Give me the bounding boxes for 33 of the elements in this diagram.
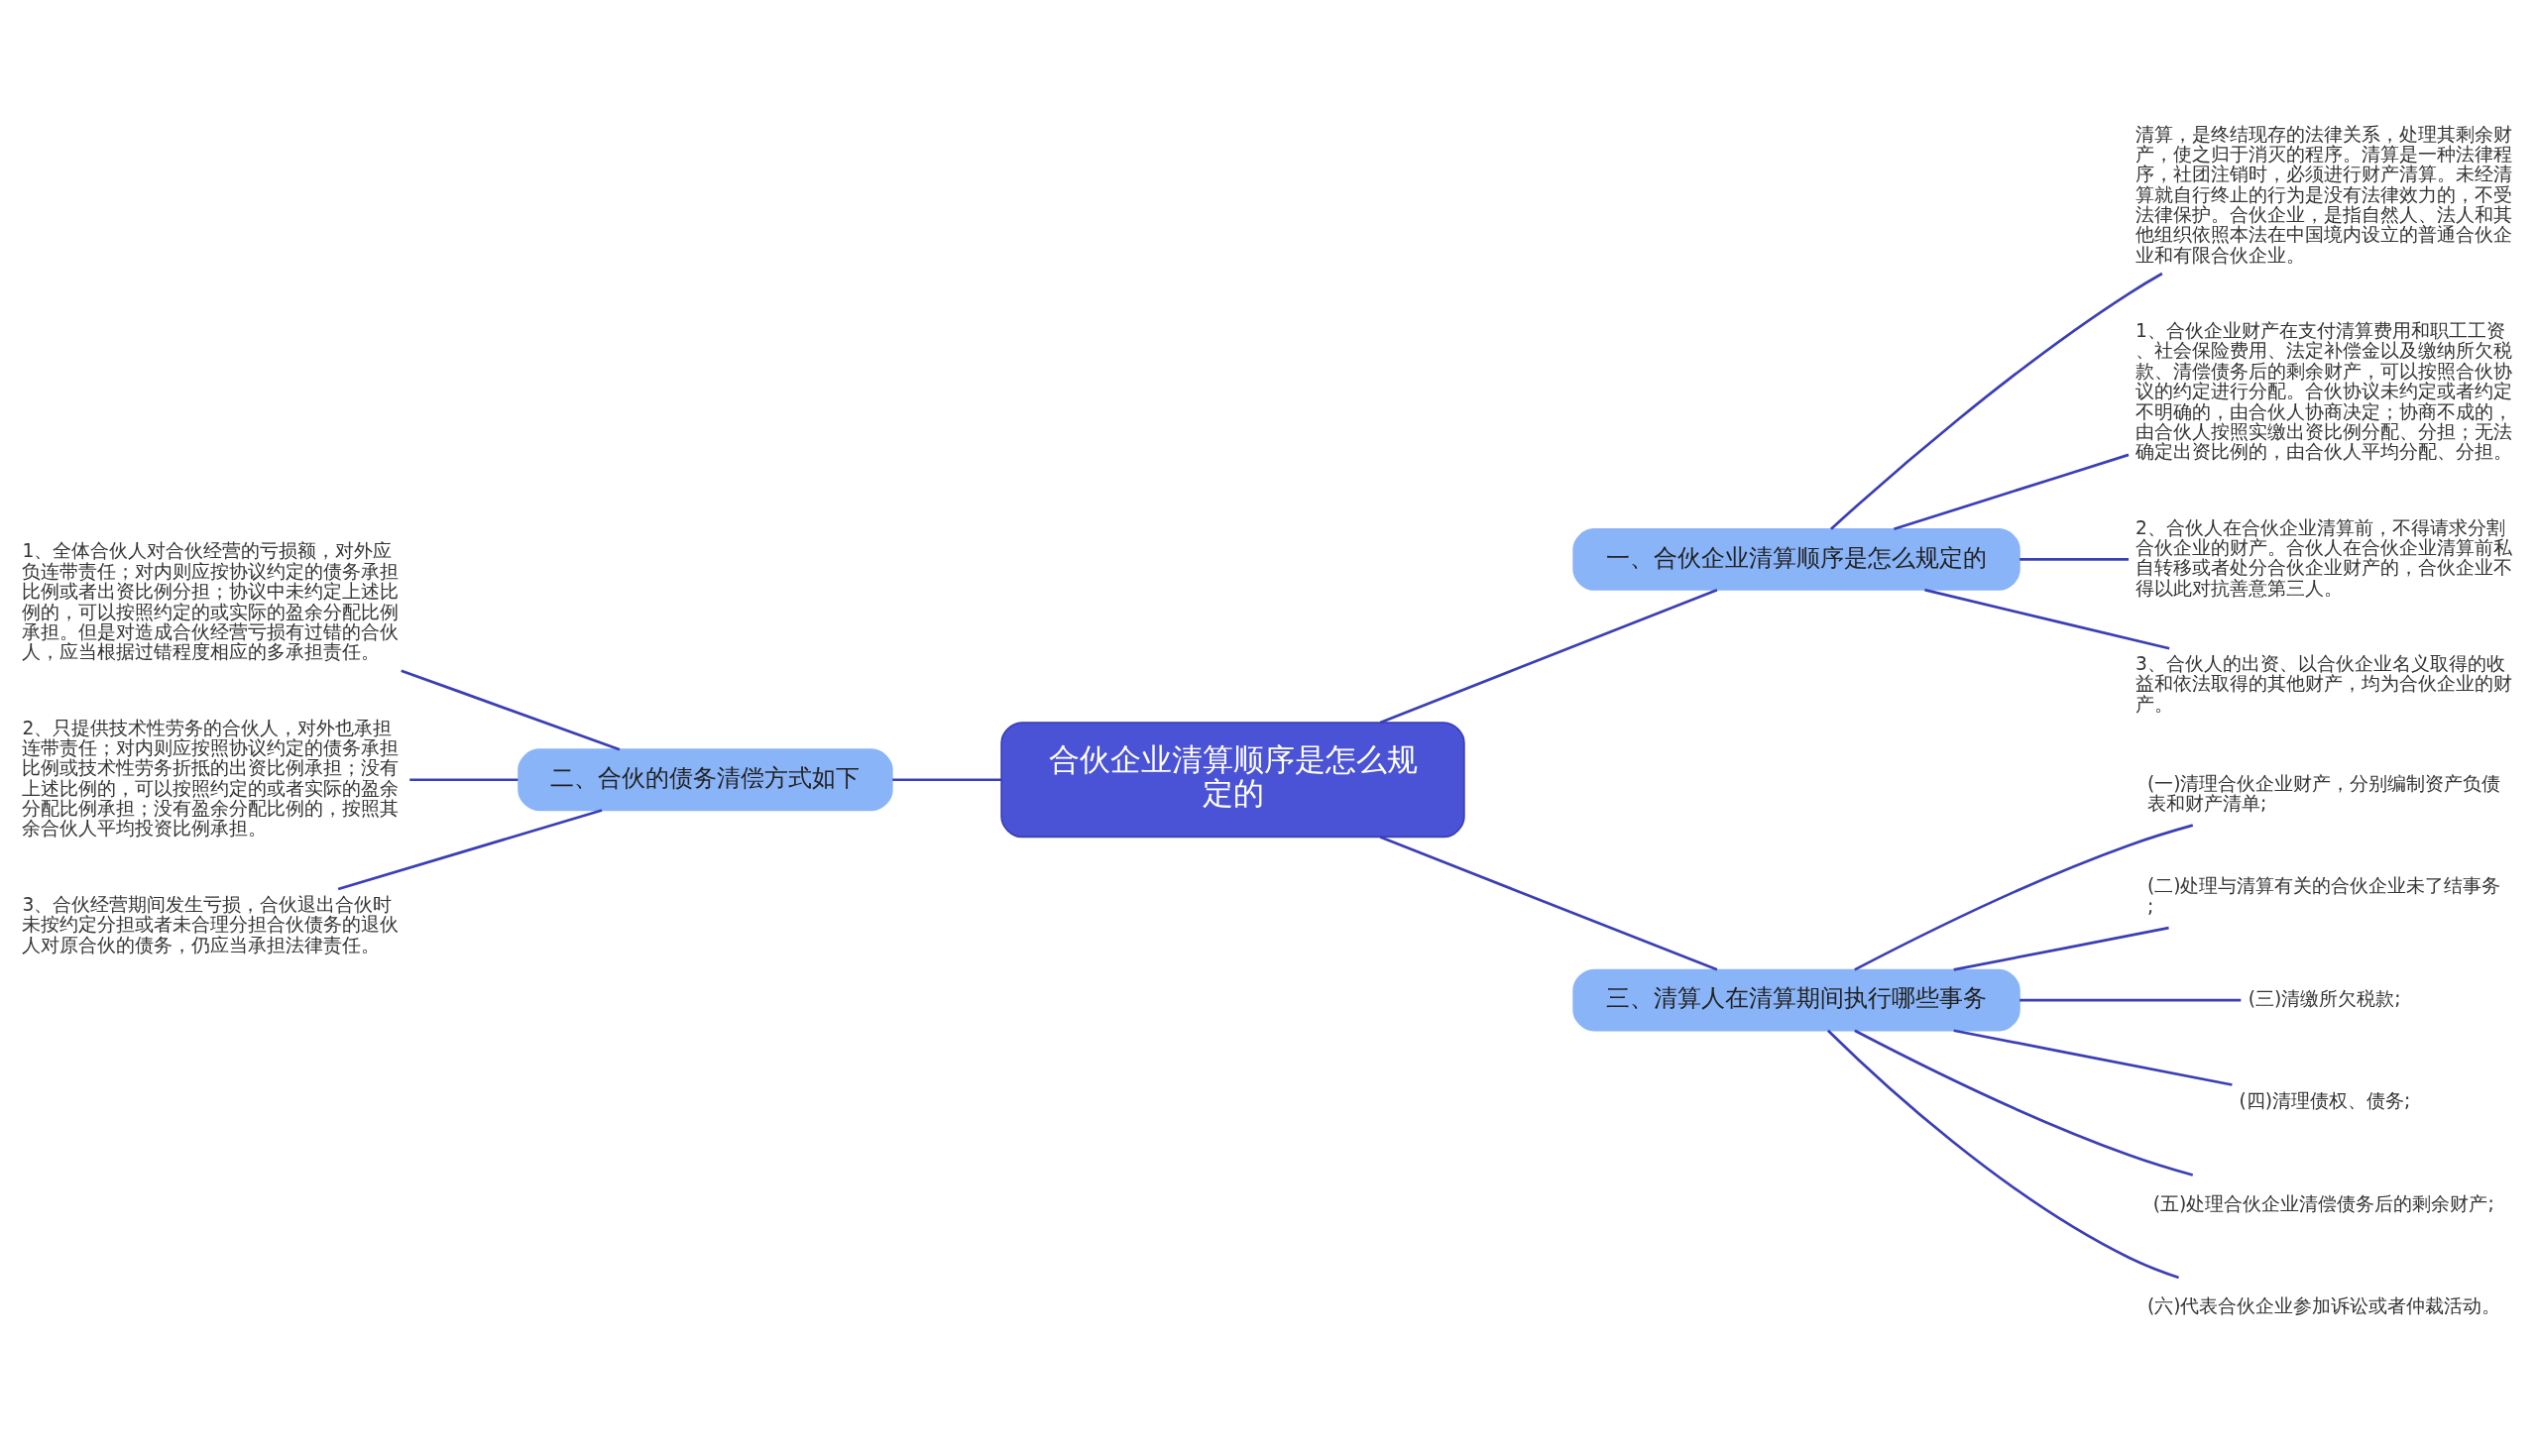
- connector: [1894, 453, 2130, 530]
- node-text: 2、合伙人在合伙企业清算前，不得请求分割合伙企业的财产。合伙人在合伙企业清算前私自转移或者处分合伙企业财产的，合伙企业不得以此对抗善意第三人。: [2135, 516, 2513, 599]
- connector: [409, 777, 519, 781]
- connector: [1953, 1028, 2233, 1086]
- connector: [892, 777, 1001, 781]
- node-box: 合伙企业清算顺序是怎么规定的: [1000, 721, 1465, 838]
- connector: [1854, 1029, 2194, 1176]
- connector: [1379, 835, 1718, 970]
- node-box: 一、合伙企业清算顺序是怎么规定的: [1572, 527, 2020, 591]
- connector: [1953, 926, 2169, 971]
- connector: [2019, 998, 2242, 1001]
- node-text: 1、全体合伙人对合伙经营的亏损额，对外应负连带责任；对内则应按协议约定的债务承担比例或者出资比例分担；协议中未约定上述比例的，可以按照约定的或实际的盈余分配比例承担。但是对造成合伙经营亏损有过错的合伙人，应当根据过错程度相应的多承担责任。: [22, 539, 400, 662]
- connector: [2019, 557, 2130, 561]
- node-text: 3、合伙经营期间发生亏损，合伙退出合伙时未按约定分担或者未合理分担合伙债务的退伙人对原合伙的债务，仍应当承担法律责任。: [22, 893, 400, 955]
- node-text: 清算，是终结现存的法律关系，处理其剩余财产，使之归于消灭的程序。清算是一种法律程序，社团注销时，必须进行财产清算。未经清算就自行终止的行为是没有法律效力的，不受法律保护。合伙企业，是指自然人、法人和其他组织依照本法在中国境内设立的普通合伙企业和有限合伙企业。: [2135, 123, 2513, 266]
- node-text: 2、只提供技术性劳务的合伙人，对外也承担连带责任；对内则应按照协议约定的债务承担比例或技术性劳务折抵的出资比例承担；没有上述比例的，可以按照约定的或者实际的盈余分配比例承担；没有盈余分配比例的，按照其余合伙人平均投资比例承担。: [22, 717, 400, 839]
- connector: [1830, 272, 2163, 530]
- connector: [1854, 823, 2194, 971]
- connector: [337, 808, 603, 890]
- node-text: 1、合伙企业财产在支付清算费用和职工工资、社会保险费用、法定补偿金以及缴纳所欠税款、清偿债务后的剩余财产，可以按照合伙协议的约定进行分配。合伙协议未约定或者约定不明确的，由合伙人协商决定；协商不成的，由合伙人按照实缴出资比例分配、分担；无法确定出资比例的，由合伙人平均分配、分担。: [2135, 319, 2513, 462]
- node-text: (六)代表合伙企业参加诉讼或者仲裁活动。: [2146, 1294, 2501, 1316]
- connector: [401, 668, 621, 750]
- node-text: (一)清理合伙企业财产，分别编制资产负债表和财产清单;: [2146, 772, 2501, 814]
- node-text: (四)清理债权、债务;: [2239, 1089, 2411, 1111]
- node-box: 二、合伙的债务清偿方式如下: [518, 747, 893, 811]
- node-text: (五)处理合伙企业清偿债务后的剩余财产;: [2152, 1192, 2494, 1214]
- node-text: 3、合伙人的出资、以合伙企业名义取得的收益和依法取得的其他财产，均为合伙企业的财产。: [2135, 652, 2513, 715]
- connector: [1826, 1029, 2180, 1279]
- node-text: (二)处理与清算有关的合伙企业未了结事务;: [2146, 874, 2501, 916]
- connector: [1924, 588, 2170, 650]
- node-text: (三)清缴所欠税款;: [2248, 987, 2401, 1009]
- node-box: 三、清算人在清算期间执行哪些事务: [1572, 968, 2020, 1031]
- connector: [1379, 588, 1718, 724]
